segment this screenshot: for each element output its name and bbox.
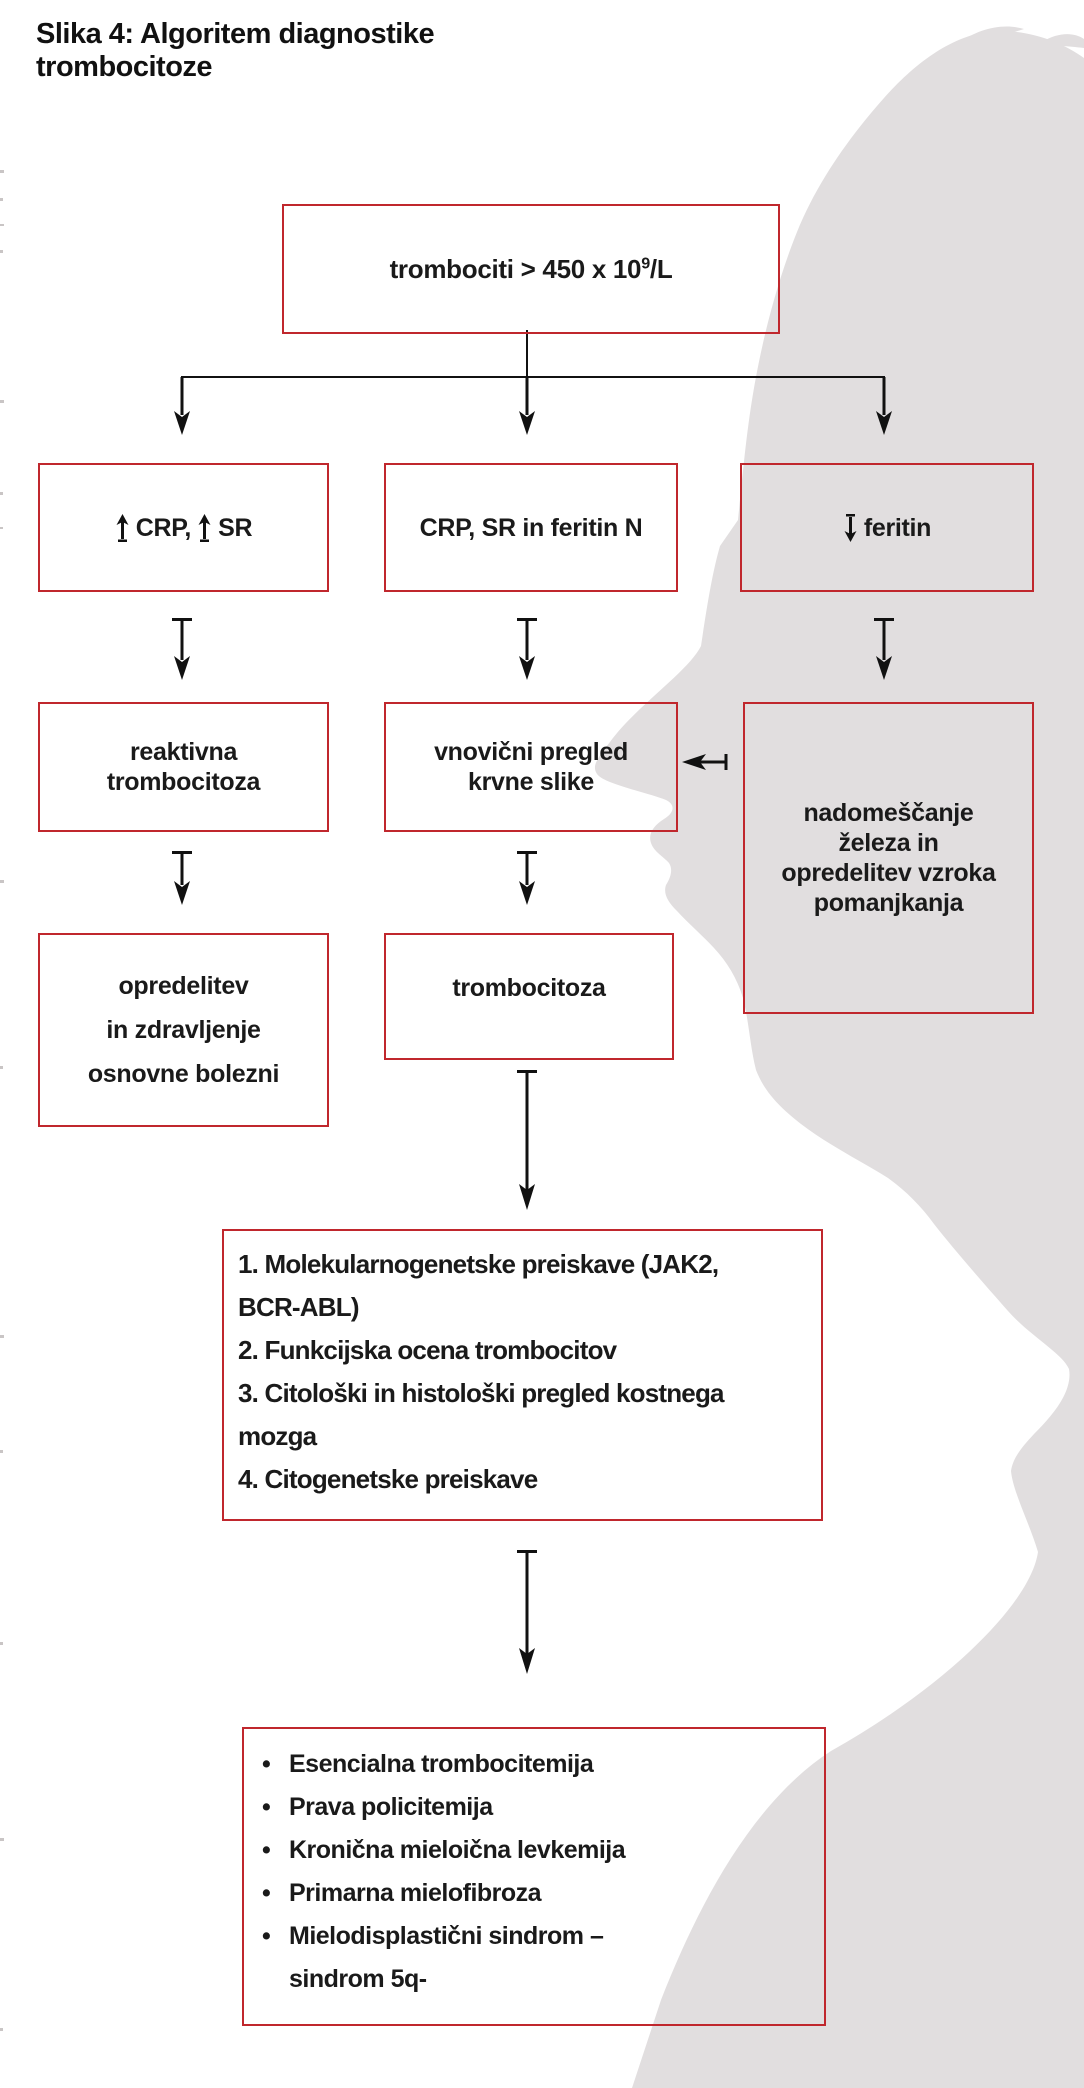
figure-title-line1: Slika 4: Algoritem diagnostike xyxy=(36,18,435,50)
box-reactive-thrombocytosis: reaktivna trombocitoza xyxy=(38,702,329,832)
box-line: pomanjkanja xyxy=(813,889,964,917)
platelets-text: trombociti > 450 x 10 xyxy=(389,254,642,284)
down-arrow-icon xyxy=(844,513,857,542)
test-line: 1. Molekularnogenetske preiskave (JAK2, xyxy=(238,1249,719,1279)
edge-artifact xyxy=(0,492,3,495)
edge-artifact xyxy=(0,1642,3,1645)
crp-label: CRP, xyxy=(135,513,192,542)
diagnosis-label: Esencialna trombocitemija xyxy=(289,1750,594,1778)
box-iron-replacement: nadomeščanje železa in opredelitev vzrok… xyxy=(743,702,1034,1014)
up-arrow-icon xyxy=(198,513,211,542)
diagnosis-item: • Mielodisplastični sindrom – xyxy=(244,1915,824,1958)
diagnosis-item: • Kronična mieloična levkemija xyxy=(244,1829,824,1872)
bullet-dot: • xyxy=(262,1750,271,1778)
exponent-9: 9 xyxy=(641,254,650,273)
edge-artifact xyxy=(0,170,4,173)
test-line: 3. Citološki in histološki pregled kostn… xyxy=(238,1378,725,1408)
down-flow-arrow xyxy=(174,377,190,435)
branch-stub-line xyxy=(526,330,528,377)
up-arrow-icon xyxy=(116,513,129,542)
down-flow-arrow xyxy=(874,618,894,680)
down-flow-arrow xyxy=(172,618,192,680)
bullet-dot: • xyxy=(262,1879,271,1907)
box-line: opredelitev xyxy=(118,972,249,1000)
box-line: krvne slike xyxy=(468,768,594,796)
edge-artifact xyxy=(0,1066,3,1069)
diagnosis-label: Mielodisplastični sindrom – xyxy=(289,1922,604,1950)
edge-artifact xyxy=(0,198,3,201)
box-line: osnovne bolezni xyxy=(87,1060,280,1088)
box-line: opredelitev vzroka xyxy=(781,859,996,887)
edge-artifact xyxy=(0,880,4,883)
left-flow-arrow xyxy=(682,754,728,770)
box-thrombocytosis: trombocitoza xyxy=(384,933,674,1060)
box-crp-sr-elevated-label: CRP, SR xyxy=(115,513,253,543)
test-line: 4. Citogenetske preiskave xyxy=(238,1464,538,1494)
figure-title: Slika 4: Algoritem diagnostike trombocit… xyxy=(36,18,435,84)
bullet-dot: • xyxy=(262,1922,271,1950)
edge-artifact xyxy=(0,250,3,253)
box-possible-diagnoses: • Esencialna trombocitemija • Prava poli… xyxy=(242,1727,826,2026)
down-flow-arrow xyxy=(517,1070,537,1210)
feritin-label: feritin xyxy=(863,513,932,542)
box-diagnostic-tests: 1. Molekularnogenetske preiskave (JAK2, … xyxy=(222,1229,823,1521)
down-flow-arrow xyxy=(517,618,537,680)
box-thrombocytosis-label: trombocitoza xyxy=(452,974,606,1002)
diagnosis-label: sindrom 5q- xyxy=(289,1965,427,1993)
diagnosis-item: • Prava policitemija xyxy=(244,1786,824,1829)
edge-artifact xyxy=(0,2028,3,2031)
test-line: BCR-ABL) xyxy=(238,1292,359,1322)
test-line: 2. Funkcijska ocena trombocitov xyxy=(238,1335,617,1365)
diagnosis-label: Prava policitemija xyxy=(289,1793,493,1821)
bullet-dot: • xyxy=(262,1836,271,1864)
test-line: mozga xyxy=(238,1421,317,1451)
diagnosis-label: Kronična mieloična levkemija xyxy=(289,1836,626,1864)
box-platelets-threshold-label: trombociti > 450 x 109/L xyxy=(390,254,673,284)
box-line: reaktivna xyxy=(129,738,238,766)
box-feritin-low-label: feritin xyxy=(843,513,931,543)
box-crp-sr-elevated: CRP, SR xyxy=(38,463,329,592)
edge-artifact xyxy=(0,1838,4,1841)
edge-artifact xyxy=(0,1450,3,1453)
box-platelets-threshold: trombociti > 450 x 109/L xyxy=(282,204,780,334)
down-flow-arrow xyxy=(517,851,537,905)
box-feritin-low: feritin xyxy=(740,463,1034,592)
bullet-spacer xyxy=(244,1958,289,2001)
box-treat-underlying-disease: opredelitev in zdravljenje osnovne bolez… xyxy=(38,933,329,1127)
edge-artifact xyxy=(0,1335,4,1338)
down-flow-arrow xyxy=(519,377,535,435)
hair-wisp xyxy=(1042,34,1084,48)
box-crp-sr-feritin-normal-label: CRP, SR in feritin N xyxy=(419,513,643,542)
box-line: vnovični pregled xyxy=(434,738,628,766)
down-flow-arrow xyxy=(517,1550,537,1674)
hair-wisp xyxy=(958,26,1024,44)
bullet-dot: • xyxy=(262,1793,271,1821)
down-flow-arrow xyxy=(876,377,892,435)
diagnosis-label: Primarna mielofibroza xyxy=(289,1879,542,1907)
box-line: železa in xyxy=(838,829,939,857)
diagnosis-item-continuation: sindrom 5q- xyxy=(244,1958,824,2001)
figure-title-line2: trombocitoze xyxy=(36,51,213,83)
box-crp-sr-feritin-normal: CRP, SR in feritin N xyxy=(384,463,678,592)
sr-label: SR xyxy=(218,513,253,542)
box-repeat-blood-count: vnovični pregled krvne slike xyxy=(384,702,678,832)
edge-artifact xyxy=(0,400,4,403)
box-line: nadomeščanje xyxy=(803,799,974,827)
down-flow-arrow xyxy=(172,851,192,905)
box-line: in zdravljenje xyxy=(106,1016,261,1044)
edge-artifact xyxy=(0,224,4,226)
diagnosis-item: • Primarna mielofibroza xyxy=(244,1872,824,1915)
diagnosis-item: • Esencialna trombocitemija xyxy=(244,1743,824,1786)
branch-horizontal-line xyxy=(181,376,885,378)
edge-artifact xyxy=(0,527,3,529)
per-liter-text: /L xyxy=(649,254,673,284)
box-line: trombocitoza xyxy=(106,768,261,796)
